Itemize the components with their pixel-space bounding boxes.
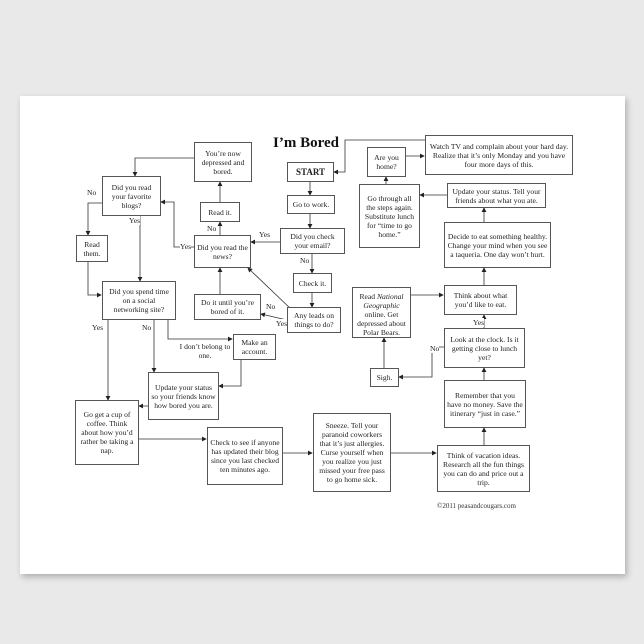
think-eat-node: Think about what you’d like to eat. <box>444 285 517 315</box>
sneeze-node: Sneeze. Tell your paranoid coworkers tha… <box>313 413 391 492</box>
read-it-node: Read it. <box>200 202 240 222</box>
start-node: START <box>287 162 334 182</box>
no-label: No <box>207 224 217 233</box>
arrow <box>87 262 102 298</box>
page-title: I’m Bored <box>273 135 339 151</box>
check-email-question: Did you check your email? <box>280 228 345 254</box>
natgeo-node: Read National Geographic online. Get dep… <box>352 287 411 338</box>
make-account-node: Make an account. <box>233 334 276 360</box>
do-until-bored-node: Do it until you’re bored of it. <box>194 294 261 320</box>
home-question: Are you home? <box>367 147 406 177</box>
no-label: No <box>142 323 152 332</box>
read-them-node: Read them. <box>76 235 108 262</box>
go-to-work-node: Go to work. <box>287 195 335 214</box>
any-leads-question: Any leads on things to do? <box>287 307 341 333</box>
natgeo-text-post: online. Get depressed about Polar Bears. <box>357 310 406 337</box>
natgeo-text-pre: Read <box>359 292 377 301</box>
arrow <box>85 202 102 236</box>
yes-label: Yes <box>276 319 288 328</box>
dont-belong-label: I don’t belong to one. <box>179 342 231 360</box>
check-it-node: Check it. <box>293 273 332 293</box>
update-ate-node: Update your status. Tell your friends ab… <box>447 183 546 208</box>
yes-label: Yes <box>259 230 271 239</box>
coffee-node: Go get a cup of coffee. Think about how … <box>75 400 139 465</box>
yes-label: Yes <box>180 242 192 251</box>
arrow <box>160 199 194 248</box>
arrow <box>218 360 242 389</box>
natgeo-title: National Geographic <box>363 292 404 310</box>
go-again-node: Go through all the steps again. Substitu… <box>359 184 420 248</box>
arrow <box>247 267 293 311</box>
eat-healthy-node: Decide to eat something healthy. Change … <box>444 222 551 268</box>
social-question: Did you spend time on a social networkin… <box>102 281 176 320</box>
depressed-node: You’re now depressed and bored. <box>194 142 252 182</box>
sigh-node: Sigh. <box>370 368 399 387</box>
blogs-question: Did you read your favorite blogs? <box>102 176 161 216</box>
watch-tv-node: Watch TV and complain about your hard da… <box>425 135 573 175</box>
vacation-node: Think of vacation ideas. Research all th… <box>437 445 530 492</box>
no-label: No <box>266 302 276 311</box>
check-blog-node: Check to see if anyone has updated their… <box>207 427 283 485</box>
no-label: No <box>430 344 440 353</box>
arrow <box>167 320 233 342</box>
no-label: No <box>300 256 310 265</box>
no-label: No <box>87 188 97 197</box>
yes-label: Yes <box>473 318 485 327</box>
arrow <box>132 157 194 177</box>
no-money-node: Remember that you have no money. Save th… <box>444 380 526 428</box>
update-bored-node: Update your status so your friends know … <box>148 372 219 420</box>
clock-question: Look at the clock. Is it getting close t… <box>444 328 525 368</box>
read-news-question: Did you read the news? <box>194 235 251 268</box>
yes-label: Yes <box>92 323 104 332</box>
arrow <box>333 139 425 175</box>
yes-label: Yes <box>129 216 141 225</box>
copyright: ©2011 peasandcougars.com <box>437 502 516 510</box>
